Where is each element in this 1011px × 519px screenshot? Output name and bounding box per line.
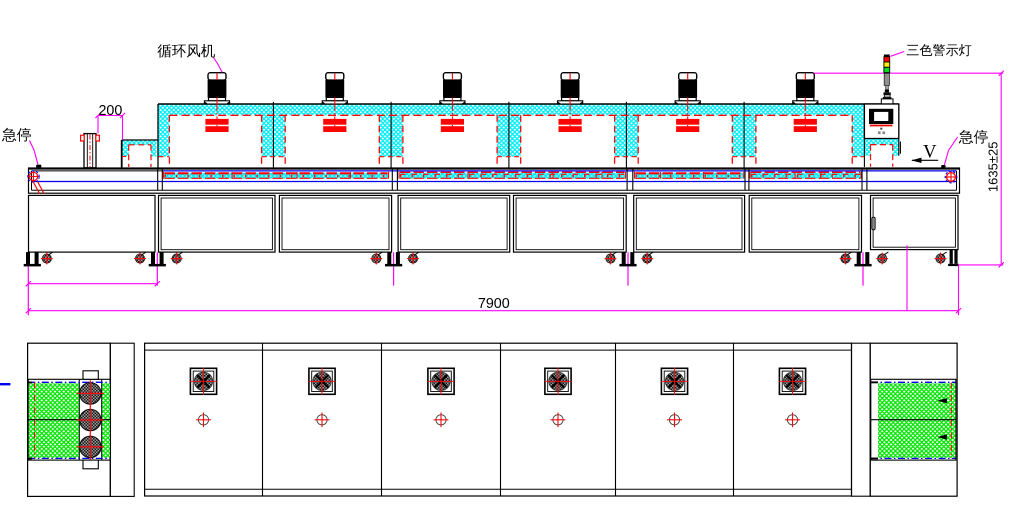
svg-text:7900: 7900	[478, 296, 510, 312]
svg-text:1635±25: 1635±25	[985, 142, 1000, 193]
svg-text:200: 200	[98, 103, 122, 119]
svg-text:V: V	[923, 142, 937, 162]
